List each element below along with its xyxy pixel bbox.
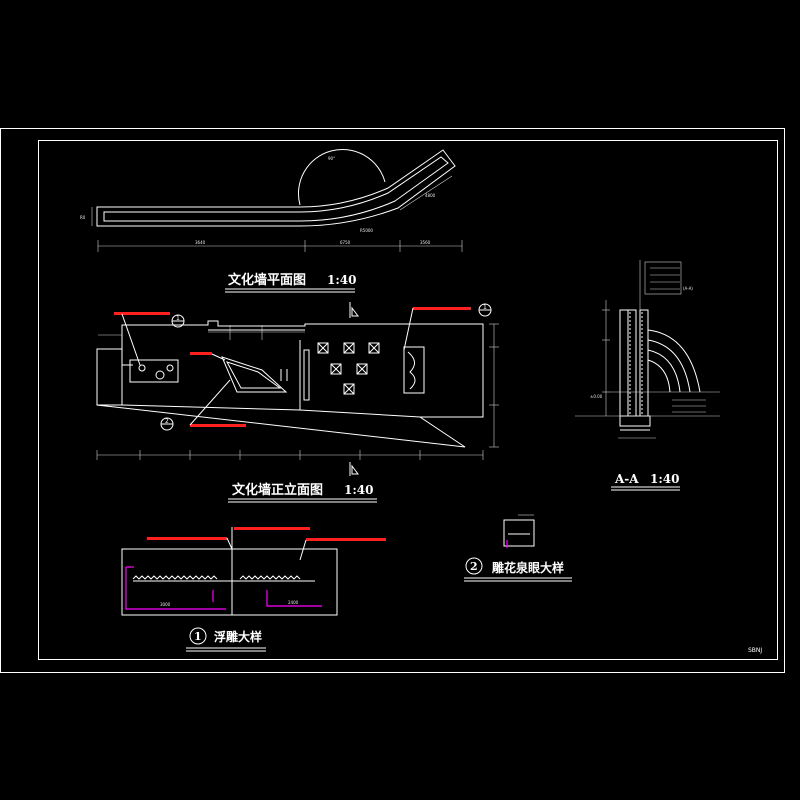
section-aa: ±0.00 (A-A) [575, 260, 720, 439]
plan-wall-inner [103, 156, 449, 222]
relief-panel [129, 359, 179, 383]
svg-text:±0.00: ±0.00 [590, 394, 603, 399]
svg-text:3000: 3000 [160, 602, 171, 607]
svg-text:90°: 90° [328, 156, 335, 161]
carved-stone [221, 356, 288, 393]
outer-frame [0, 128, 785, 673]
spout-detail [503, 514, 535, 548]
section-marker-right-label: 1 [483, 304, 487, 311]
elevation-scale: 1:40 [344, 483, 373, 497]
plan-scale: 1:40 [327, 273, 356, 287]
svg-text:4800: 4800 [425, 193, 436, 198]
water-spout-panel [403, 346, 425, 394]
svg-text:(A-A): (A-A) [683, 286, 693, 291]
detail2-number: 2 [470, 560, 478, 573]
detail1-title: 浮雕大样 [214, 629, 262, 644]
elevation-view [96, 302, 499, 476]
elevation-outline [96, 320, 484, 448]
plan-arc [297, 148, 386, 206]
section-scale: 1:40 [650, 472, 679, 486]
section-marker-left-label: 1 [176, 315, 180, 322]
sheet-number: SBNJ [748, 647, 762, 654]
svg-text:3640: 3640 [195, 240, 206, 245]
detail2-marker [465, 557, 483, 575]
tile-grid [303, 342, 380, 401]
svg-text:6750: 6750 [340, 240, 351, 245]
plan-wall-outline [96, 149, 456, 227]
svg-text:3560: 3560 [420, 240, 431, 245]
relief-detail: 3000 2400 [121, 527, 386, 616]
detail2-title: 雕花泉眼大样 [492, 560, 564, 575]
svg-text:R5000: R5000 [360, 228, 373, 233]
detail1-number: 1 [194, 630, 202, 643]
plan-title: 文化墙平面图 [228, 272, 306, 288]
detail1-marker [189, 627, 207, 645]
svg-text:R0: R0 [80, 215, 86, 220]
plan-view: 3640 6750 3560 R0 R5000 4800 90° [80, 148, 463, 252]
svg-text:2400: 2400 [288, 600, 299, 605]
section-title: A-A [614, 472, 639, 486]
section-marker-bottom-label: 2 [165, 418, 169, 425]
elevation-notes [114, 307, 471, 427]
inner-frame [38, 140, 778, 660]
elevation-title: 文化墙正立面图 [232, 482, 323, 498]
